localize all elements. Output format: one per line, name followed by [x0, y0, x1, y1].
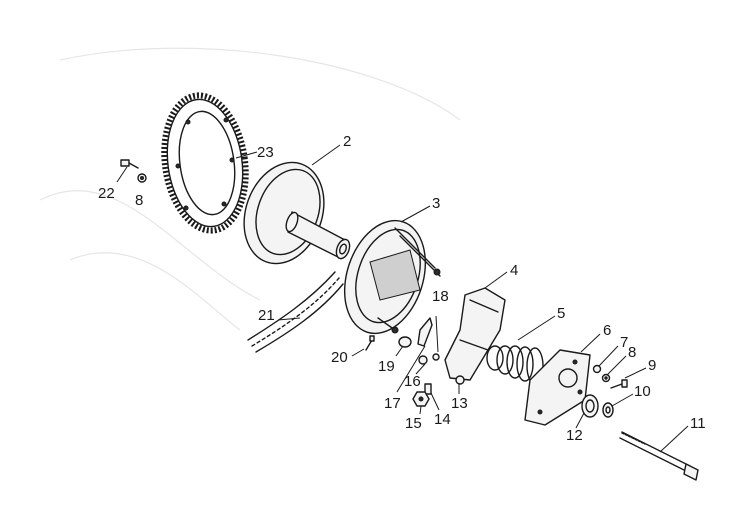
leader-5: [517, 315, 556, 341]
leader-4: [484, 271, 508, 289]
leader-3: [400, 205, 431, 223]
callout-17: 17: [384, 395, 401, 412]
leader-21: [277, 317, 301, 321]
ring-gear-part-23: [161, 92, 249, 234]
callout-4: 4: [510, 262, 518, 279]
washer-part-7: [592, 364, 602, 374]
callout-16: 16: [404, 373, 421, 390]
nut-part-8-left: [137, 173, 147, 183]
leader-8b: [606, 355, 627, 376]
callout-14: 14: [434, 411, 451, 428]
long-bolt-part-11: [619, 431, 699, 481]
leader-11: [659, 425, 689, 453]
callout-13: 13: [451, 395, 468, 412]
roller-weight-part-18: [417, 317, 433, 347]
callout-labels: 2 3 4 5 6 7 8 8 9 10 11 12 13 14 15 16 1…: [98, 133, 706, 444]
leader-22: [116, 166, 128, 183]
pin-part-16: [418, 355, 428, 365]
callout-22: 22: [98, 185, 115, 202]
callout-20: 20: [331, 349, 348, 366]
callout-21: 21: [258, 307, 275, 324]
leader-18: [435, 315, 439, 353]
callout-5: 5: [557, 305, 565, 322]
leader-12: [575, 412, 585, 429]
bushing-part-12: [581, 394, 599, 418]
pin-part-14: [424, 383, 432, 395]
bolt-part-22: [120, 159, 139, 169]
leader-14: [430, 392, 440, 411]
leader-6: [580, 333, 601, 353]
callout-23: 23: [257, 144, 274, 161]
leader-17: [396, 345, 426, 393]
leader-23: [235, 151, 258, 159]
callout-15: 15: [405, 415, 422, 432]
callout-8-left: 8: [135, 192, 143, 209]
leader-7: [598, 345, 619, 367]
callout-2: 2: [343, 133, 351, 150]
leader-20: [351, 348, 365, 357]
leader-15: [419, 405, 422, 415]
callout-8-right: 8: [628, 344, 636, 361]
leader-19: [395, 345, 404, 357]
callout-18: 18: [432, 288, 449, 305]
fixed-sheave-part-2: [243, 161, 351, 265]
leader-16: [415, 363, 426, 375]
screw-part-20: [365, 335, 375, 351]
cover-plate-part-6: [524, 349, 591, 426]
movable-sheave-part-3: [343, 219, 441, 335]
leader-10: [611, 393, 634, 407]
leader-lines: [116, 144, 689, 453]
spring-part-5: [486, 345, 544, 385]
callout-11: 11: [690, 415, 706, 432]
callout-6: 6: [603, 322, 611, 339]
callout-19: 19: [378, 358, 395, 375]
drive-belt-part-21: [247, 271, 344, 353]
callout-7: 7: [620, 334, 628, 351]
washer-part-10: [602, 402, 614, 418]
slider-part-19: [398, 336, 412, 348]
callout-12: 12: [566, 427, 583, 444]
leader-9: [624, 367, 647, 379]
callout-3: 3: [432, 195, 440, 212]
spider-bracket-part-4: [444, 287, 506, 385]
nut-part-15: [412, 391, 430, 407]
callout-9: 9: [648, 357, 656, 374]
leader-2: [311, 144, 341, 166]
callout-10: 10: [634, 383, 651, 400]
background-ghost-outline: [39, 47, 461, 331]
washer-part-13: [432, 353, 440, 361]
screw-part-9: [610, 379, 628, 389]
nut-part-8-right: [601, 373, 611, 383]
